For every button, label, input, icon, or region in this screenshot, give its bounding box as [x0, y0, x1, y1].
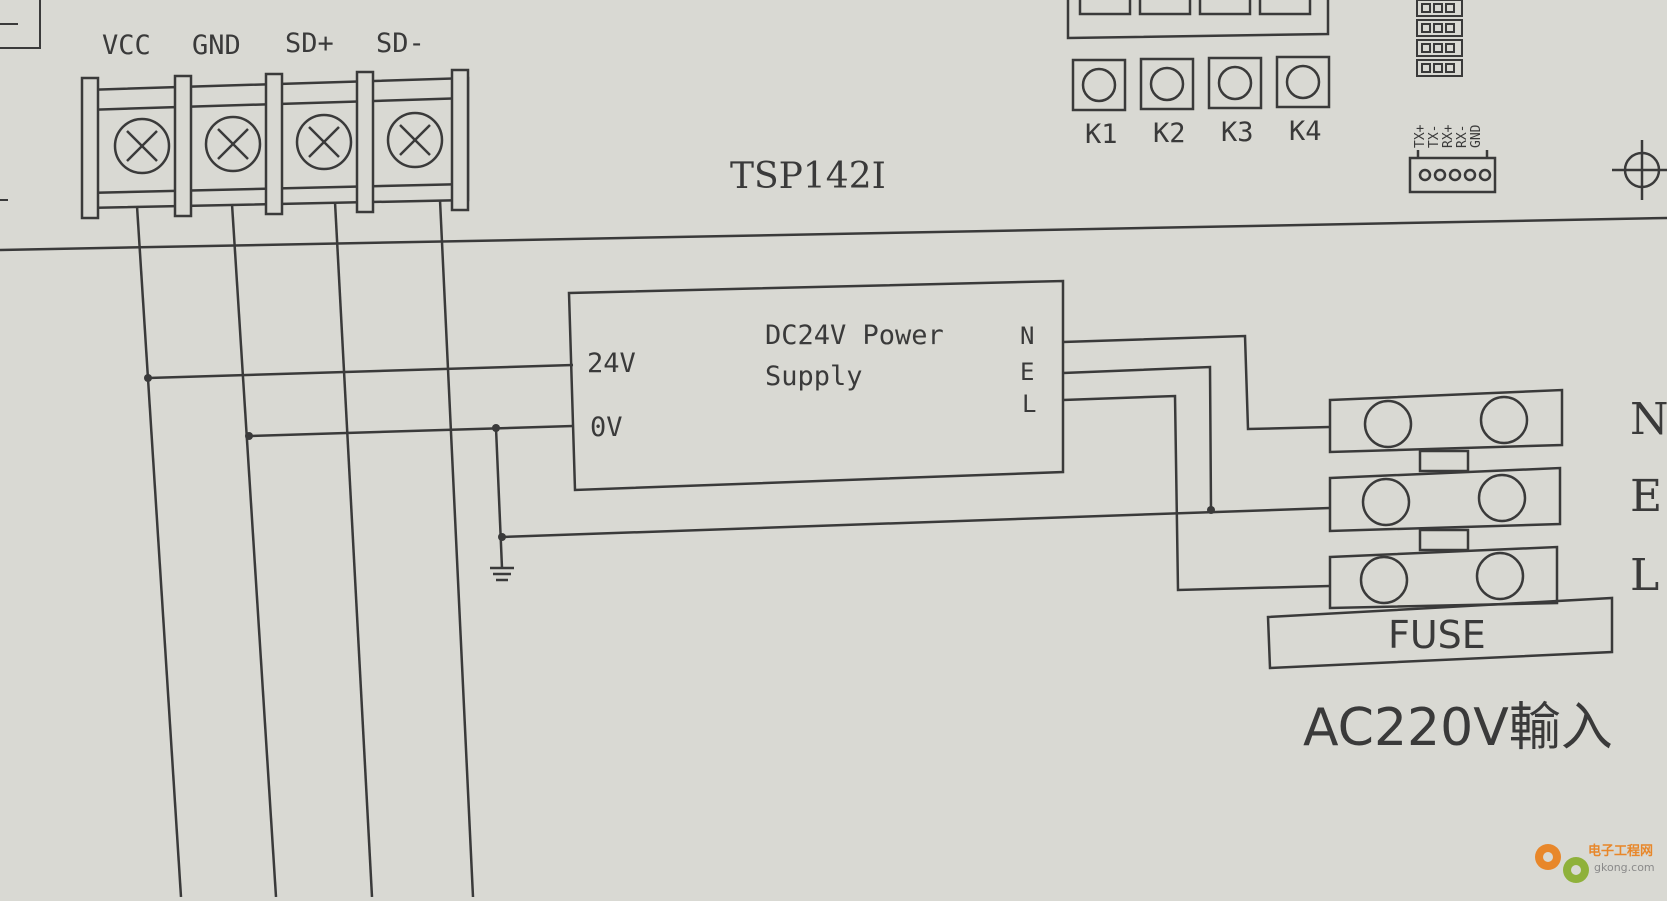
dc-output-wiring [147, 363, 1331, 569]
push-buttons [1071, 55, 1331, 112]
wire-sd-plus [333, 201, 374, 898]
key-label-k4: K4 [1289, 116, 1322, 147]
terminal-block [80, 68, 470, 220]
screw-vcc-icon [113, 117, 171, 175]
input-label-e: E [1020, 358, 1034, 386]
ac-screw-n-left-icon [1363, 399, 1413, 449]
dip-switch-partial [1416, 0, 1463, 77]
power-supply-title-line1: DC24V Power [765, 320, 944, 351]
screw-gnd-icon [204, 115, 262, 173]
terminal-label-sd-minus: SD- [376, 28, 425, 59]
ac-terminal-screws [1359, 395, 1529, 605]
wire-gnd [230, 203, 278, 898]
ac-label-n: N [1630, 394, 1667, 445]
terminal-wires [135, 199, 475, 898]
serial-port-labels: TX+ TX- RX+ RX- GND [1413, 124, 1484, 148]
serial-pin-rx-minus: RX- [1455, 125, 1470, 148]
serial-pin-tx-plus: TX+ [1413, 124, 1428, 148]
ac-input-wiring [1062, 334, 1331, 592]
key-labels: K1 K2 K3 K4 [1085, 116, 1322, 150]
terminal-label-gnd: GND [192, 30, 241, 61]
watermark: 电子工程网 gkong.com [1535, 843, 1655, 883]
input-label-n: N [1020, 322, 1034, 350]
power-supply-box [567, 279, 1065, 492]
ground-symbol-icon [490, 566, 514, 582]
screw-sd-plus-icon [295, 113, 353, 171]
power-supply-title-line2: Supply [765, 361, 863, 392]
board-edge-line [0, 216, 1667, 252]
terminal-screws [113, 111, 444, 175]
partial-box-top-left [0, 0, 41, 201]
ac-terminal-block [1266, 388, 1614, 670]
input-label-l: L [1022, 390, 1036, 418]
key-label-k2: K2 [1153, 118, 1186, 149]
display-digits-partial [1066, 0, 1330, 40]
watermark-line2: gkong.com [1594, 861, 1655, 874]
wire-n [1062, 334, 1331, 431]
output-label-24v: 24V [587, 348, 636, 379]
mounting-crosshair-icon [1612, 140, 1667, 200]
gear-logo-icon [1535, 844, 1589, 883]
serial-pin-rx-plus: RX+ [1441, 124, 1456, 148]
push-button-k2-icon [1139, 57, 1195, 111]
junction-dots [144, 374, 1215, 541]
fuse-box [1266, 596, 1614, 670]
ac-screw-e-left-icon [1361, 477, 1411, 527]
ac-input-caption: AC220V輸入 [1303, 698, 1613, 758]
serial-pin-tx-minus: TX- [1427, 125, 1442, 148]
output-label-0v: 0V [590, 412, 623, 443]
key-label-k3: K3 [1221, 117, 1254, 148]
ac-screw-n-right-icon [1479, 395, 1529, 445]
ac-screw-l-right-icon [1475, 551, 1525, 601]
terminal-labels: VCC GND SD+ SD- [102, 28, 425, 61]
serial-pin-gnd: GND [1469, 124, 1484, 148]
key-label-k1: K1 [1085, 119, 1118, 150]
push-button-k4-icon [1275, 55, 1331, 109]
serial-connector [1408, 150, 1497, 194]
ac-screw-l-left-icon [1359, 555, 1409, 605]
wire-0v [248, 424, 574, 438]
watermark-line1: 电子工程网 [1588, 843, 1653, 859]
wire-vcc [135, 205, 183, 898]
ac-label-e: E [1630, 471, 1662, 522]
wire-earth [501, 506, 1331, 539]
terminal-label-vcc: VCC [102, 30, 151, 61]
wire-24v [147, 363, 574, 380]
wire-e [1062, 365, 1213, 511]
terminal-label-sd-plus: SD+ [285, 28, 334, 59]
controller-title: TSP142I [730, 156, 886, 197]
wire-ground-drop [494, 427, 504, 569]
wire-l [1062, 394, 1331, 592]
ac-label-l: L [1630, 550, 1659, 601]
screw-sd-minus-icon [386, 111, 444, 169]
wire-sd-minus [438, 199, 475, 898]
fuse-label: FUSE [1388, 613, 1486, 657]
ac-screw-e-right-icon [1477, 473, 1527, 523]
push-button-k3-icon [1207, 56, 1263, 110]
push-button-k1-icon [1071, 58, 1127, 112]
